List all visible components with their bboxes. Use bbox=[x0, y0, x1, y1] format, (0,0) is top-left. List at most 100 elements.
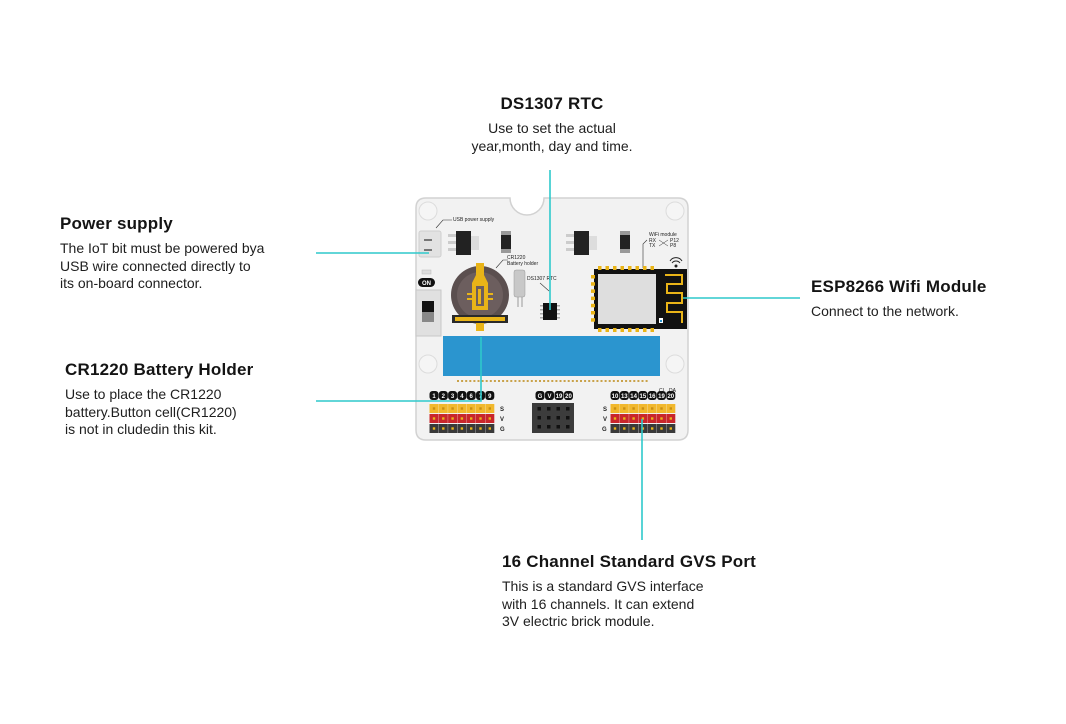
mounting-hole bbox=[418, 201, 438, 221]
wifi-pad bbox=[591, 303, 595, 308]
on-badge bbox=[418, 278, 435, 287]
edge-pin bbox=[612, 380, 615, 382]
edge-pin bbox=[633, 380, 636, 382]
pin-number-badge bbox=[438, 391, 448, 400]
wifi-pad bbox=[650, 266, 654, 270]
pin-number: 19 bbox=[658, 394, 665, 400]
power-switch bbox=[415, 289, 442, 337]
voltage-regulator bbox=[448, 231, 479, 255]
wifi-pad bbox=[591, 289, 595, 293]
wifi-pad bbox=[591, 311, 595, 315]
pin-number: 9 bbox=[488, 394, 492, 400]
header-pin-hole bbox=[460, 407, 464, 410]
edge-pin bbox=[547, 380, 550, 382]
female-header-socket bbox=[556, 416, 560, 420]
p8-label: P8 bbox=[670, 243, 676, 249]
p12-label: P12 bbox=[670, 238, 679, 244]
battery-label-leader bbox=[495, 259, 508, 269]
female-header-socket bbox=[537, 416, 541, 420]
pin-number: 4 bbox=[460, 394, 464, 400]
wifi-pad bbox=[628, 266, 632, 270]
edge-pin bbox=[522, 380, 525, 382]
edge-pin bbox=[543, 380, 546, 382]
power-led bbox=[421, 269, 432, 275]
edge-pin bbox=[510, 380, 513, 382]
row-label-v: V bbox=[500, 417, 504, 423]
edge-pin bbox=[489, 380, 492, 382]
header-pin-hole bbox=[470, 407, 473, 410]
pin-number-badge bbox=[564, 391, 573, 400]
header-pin-hole bbox=[632, 427, 635, 430]
edge-pin bbox=[629, 380, 632, 382]
pin-number-badge bbox=[554, 391, 564, 400]
header-pin-hole bbox=[623, 427, 626, 430]
pin-number: 14 bbox=[630, 394, 637, 400]
header-pin-hole bbox=[641, 427, 645, 430]
female-header-socket bbox=[566, 416, 570, 420]
battery-holder-label-2: Battery holder bbox=[507, 261, 538, 267]
pin-number-badge bbox=[545, 391, 554, 400]
edge-pin bbox=[502, 380, 505, 382]
edge-pin bbox=[621, 380, 623, 382]
header-pin-hole bbox=[479, 427, 482, 430]
on-label: ON bbox=[422, 281, 431, 287]
pin-number-badge bbox=[466, 391, 476, 400]
wifi-module-pads bbox=[591, 266, 654, 332]
edge-pin bbox=[498, 380, 500, 382]
female-header-socket bbox=[547, 425, 551, 429]
callout-description: Connect to the network. bbox=[811, 303, 959, 319]
pin-number-badge bbox=[485, 391, 495, 400]
row-label-g: G bbox=[500, 427, 505, 433]
female-header-socket bbox=[556, 425, 560, 429]
mounting-hole bbox=[418, 354, 438, 374]
callout-description: Use to set the actual year,month, day an… bbox=[471, 120, 633, 154]
edge-pin bbox=[592, 380, 595, 382]
wifi-signal-icon bbox=[669, 257, 683, 268]
edge-pin bbox=[481, 380, 484, 382]
leader-line-battery bbox=[316, 337, 482, 402]
usb-label-leader bbox=[435, 219, 452, 229]
edge-pin bbox=[563, 380, 566, 382]
header-pin-hole bbox=[442, 407, 445, 410]
pin-number: 20 bbox=[667, 394, 674, 400]
wifi-pad bbox=[605, 266, 609, 270]
pin-number-badge bbox=[666, 391, 676, 400]
edge-pin bbox=[637, 380, 640, 382]
header-pin-hole bbox=[669, 417, 672, 420]
edge-pin bbox=[571, 380, 574, 382]
row-label-s: S bbox=[603, 407, 607, 413]
battery-holder-label-1: CR1220 bbox=[507, 255, 526, 261]
pin-number-badge bbox=[629, 391, 639, 400]
pin-number-badge bbox=[657, 391, 666, 400]
edge-pin bbox=[551, 380, 554, 382]
wifi-pad bbox=[620, 266, 624, 270]
edge-pin bbox=[534, 380, 537, 382]
mounting-hole bbox=[665, 201, 685, 221]
diode bbox=[501, 231, 511, 253]
edge-pin bbox=[616, 380, 619, 382]
header-pin-hole bbox=[488, 417, 491, 420]
pin-number: G bbox=[538, 394, 543, 400]
edge-pin bbox=[518, 380, 521, 382]
header-pin-hole bbox=[651, 407, 654, 410]
edge-pin bbox=[559, 380, 562, 382]
edge-pin bbox=[506, 380, 509, 382]
header-pin-hole bbox=[660, 427, 663, 430]
wifi-pad bbox=[628, 328, 632, 332]
battery-holder bbox=[451, 263, 509, 331]
header-pin-hole bbox=[623, 407, 626, 410]
usb-label: USB power supply bbox=[453, 217, 495, 223]
callout-gvs-port: 16 Channel Standard GVS Port This is a s… bbox=[502, 552, 802, 631]
edge-pin bbox=[600, 380, 603, 382]
wifi-pad bbox=[591, 318, 595, 322]
wifi-pad bbox=[598, 266, 602, 270]
header-pin-hole bbox=[488, 407, 491, 410]
pin-number-badge bbox=[610, 391, 620, 400]
edge-pin bbox=[469, 380, 472, 382]
pin-number-badge bbox=[429, 391, 439, 400]
edge-pin bbox=[555, 380, 558, 382]
callout-description: This is a standard GVS interface with 16… bbox=[502, 578, 704, 629]
callout-title: CR1220 Battery Holder bbox=[65, 360, 254, 379]
